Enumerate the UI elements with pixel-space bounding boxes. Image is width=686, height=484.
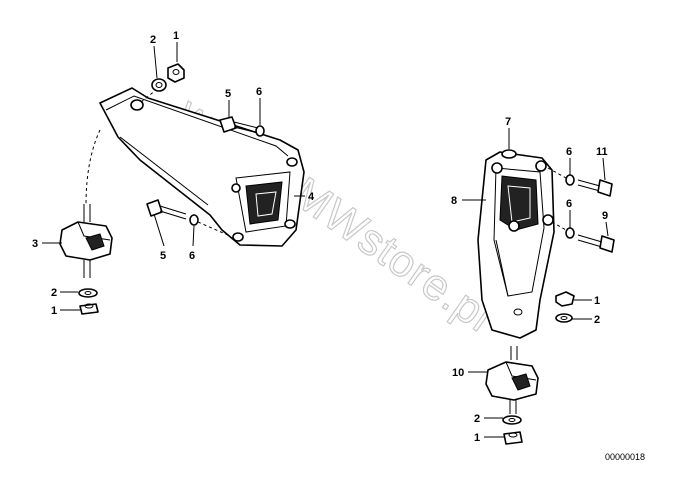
label-6-right-lower: 6	[566, 198, 572, 210]
label-2-right-bottom: 2	[474, 413, 480, 425]
right-lower-bolt	[565, 227, 615, 253]
label-5-left-upper: 5	[225, 88, 231, 100]
left-lower-washer-nut	[78, 288, 99, 315]
right-rubber-mount	[485, 346, 539, 414]
left-upper-bolt	[219, 116, 265, 137]
right-top-washer	[501, 149, 517, 159]
leader-lines	[42, 42, 609, 438]
label-5-left-lower: 5	[160, 250, 166, 262]
label-3: 3	[32, 238, 38, 250]
left-rubber-mount	[59, 204, 113, 278]
left-lower-bolt	[146, 199, 231, 237]
label-6-left-upper: 6	[256, 86, 262, 98]
right-upper-bolt	[565, 174, 613, 197]
label-1-left-bottom: 1	[51, 305, 57, 317]
label-1-left-top: 1	[173, 30, 179, 42]
assembly-line-right	[547, 167, 567, 231]
label-8: 8	[451, 195, 457, 207]
label-1-right-side: 1	[594, 295, 600, 307]
label-11: 11	[596, 146, 608, 158]
left-top-nut-washer	[151, 63, 185, 92]
left-engine-bracket	[99, 87, 305, 247]
label-4: 4	[308, 191, 315, 203]
right-lower-washer-nut	[502, 415, 523, 445]
label-2-right-side: 2	[594, 314, 600, 326]
part-labels: 2 1 5 6 4 5 6 3 2 1 7 8 6 11 6 9 1 2 10 …	[32, 30, 608, 444]
label-2-left-top: 2	[150, 34, 156, 46]
label-6-left-lower: 6	[189, 250, 195, 262]
label-2-left-bottom: 2	[51, 287, 57, 299]
label-1-right-bottom: 1	[474, 432, 480, 444]
assembly-line-left	[85, 129, 101, 206]
label-7: 7	[505, 116, 511, 128]
document-number: 00000018	[605, 452, 645, 462]
right-side-nut-washer	[555, 291, 575, 323]
label-6-right-upper: 6	[566, 146, 572, 158]
label-10: 10	[452, 367, 464, 379]
label-9: 9	[602, 210, 608, 222]
right-engine-bracket	[477, 151, 555, 339]
